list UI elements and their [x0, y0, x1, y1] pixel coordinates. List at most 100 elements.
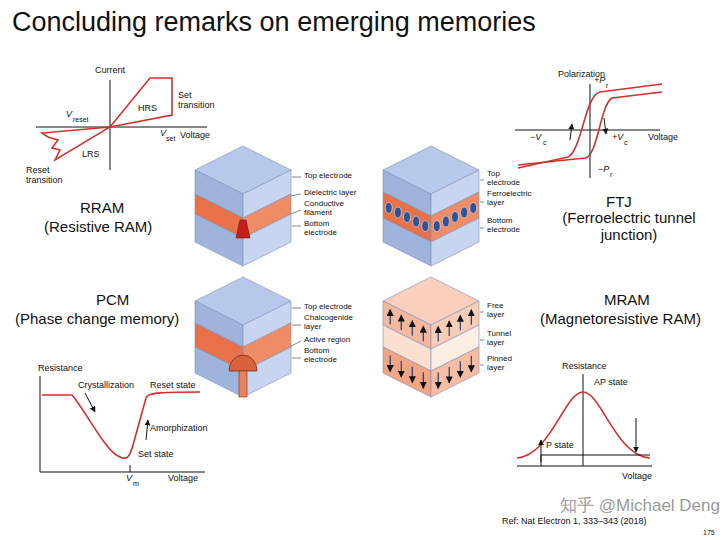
- label: Tunnel layer: [487, 330, 521, 348]
- arrow: [541, 440, 542, 462]
- spin-arrow: [390, 356, 391, 372]
- label: Resistance: [562, 362, 607, 372]
- label: reset: [73, 116, 89, 124]
- arrow: [604, 118, 606, 134]
- label: Voltage: [168, 474, 198, 484]
- label: Reset transition: [26, 166, 76, 186]
- label: Conductive filament: [304, 200, 354, 218]
- spin-arrow: [471, 310, 472, 325]
- label: Amorphization: [150, 424, 208, 434]
- arrow: [636, 418, 637, 452]
- label: Voltage: [648, 133, 678, 143]
- charts: [36, 78, 662, 472]
- dipole: [413, 216, 420, 227]
- dipole: [461, 207, 468, 218]
- label: Bottom electrode: [304, 220, 350, 238]
- label: c: [543, 139, 547, 147]
- p-state-line: [541, 455, 650, 466]
- cube-part: [195, 214, 243, 266]
- label: 175: [703, 529, 715, 537]
- axis: [590, 84, 591, 178]
- label: V: [160, 129, 166, 139]
- label: HRS: [138, 104, 157, 114]
- label: r: [610, 171, 612, 179]
- dipole: [442, 216, 449, 227]
- dipole: [404, 212, 411, 223]
- label: P state: [546, 441, 574, 451]
- label: Active region: [304, 336, 350, 345]
- axis: [110, 80, 111, 170]
- cube-part: [431, 218, 479, 266]
- spin-arrow: [449, 367, 450, 383]
- label: +V: [612, 133, 623, 143]
- arrow: [570, 124, 572, 140]
- dipole: [422, 221, 429, 232]
- axis: [36, 127, 207, 128]
- spin-arrow: [460, 315, 461, 330]
- label: Bottom electrode: [487, 217, 535, 235]
- label: Current: [95, 66, 125, 76]
- spin-arrow: [401, 361, 402, 377]
- cube-part: [243, 347, 291, 397]
- dipole: [394, 207, 401, 218]
- label: V: [126, 474, 132, 484]
- cube-part: [243, 214, 291, 266]
- conductive-filament: [236, 220, 250, 238]
- label: c: [624, 139, 628, 147]
- resistance-curve: [517, 392, 650, 458]
- axis: [515, 130, 660, 131]
- spin-arrow: [401, 315, 402, 330]
- memory-name: (Ferroelectric tunnel junction): [560, 210, 698, 243]
- label: V: [66, 110, 72, 120]
- cube-part: [431, 347, 479, 397]
- memory-name: MRAM: [604, 292, 650, 309]
- iv-curve: [42, 78, 172, 160]
- label: m: [133, 480, 139, 488]
- cube-part: [383, 218, 431, 266]
- memory-name: RRAM: [80, 200, 124, 217]
- active-region: [229, 355, 257, 371]
- spin-arrow: [449, 321, 450, 336]
- memory-name: (Phase change memory): [15, 311, 179, 328]
- spin-arrow: [423, 326, 424, 341]
- cube-part: [195, 347, 243, 397]
- dipole: [470, 202, 477, 213]
- axis: [40, 376, 41, 472]
- label: Set state: [138, 450, 174, 460]
- memory-name: (Resistive RAM): [44, 219, 152, 236]
- spin-arrow: [423, 372, 424, 388]
- spin-arrow: [471, 356, 472, 372]
- memory-name: FTJ: [606, 194, 632, 211]
- label: Set transition: [178, 91, 222, 111]
- label: Pinned layer: [487, 355, 521, 373]
- label: Ref: Nat Electron 1, 333–343 (2018): [502, 517, 647, 527]
- spin-arrow: [438, 372, 439, 388]
- slide-title: Concluding remarks on emerging memories: [12, 8, 536, 38]
- axis: [517, 466, 652, 467]
- label: Voltage: [622, 472, 652, 482]
- label: LRS: [82, 150, 100, 160]
- label: Ferroelectric layer: [487, 190, 541, 208]
- cube-part: [383, 347, 431, 397]
- spin-arrow: [390, 310, 391, 325]
- memory-name: 知乎 @Michael Deng: [560, 497, 720, 516]
- label: Top electrode: [304, 172, 352, 181]
- spin-arrow: [412, 321, 413, 336]
- spin-arrow: [412, 367, 413, 383]
- label: Voltage: [180, 131, 210, 141]
- label: set: [166, 135, 175, 143]
- axis: [583, 374, 584, 466]
- spin-arrows: [390, 310, 471, 389]
- arrow: [146, 420, 148, 440]
- label: Bottom electrode: [304, 347, 350, 365]
- memory-name: PCM: [96, 292, 129, 309]
- label: +P: [594, 76, 605, 86]
- heater: [239, 371, 247, 397]
- label: Free layer: [487, 302, 519, 320]
- label: AP state: [594, 378, 628, 388]
- arrow: [85, 393, 95, 412]
- memory-name: (Magnetoresistive RAM): [540, 311, 701, 328]
- label: Top electrode: [304, 303, 352, 312]
